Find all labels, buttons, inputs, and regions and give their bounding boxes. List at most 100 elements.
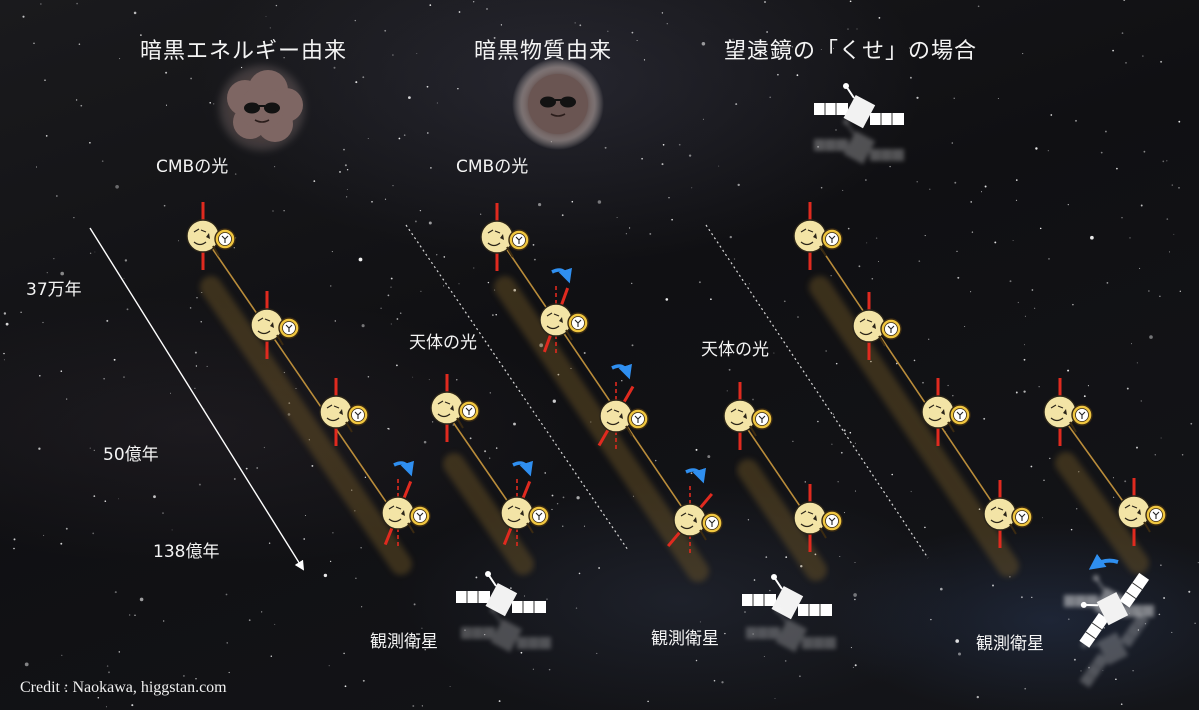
photon-path-glows — [200, 276, 1149, 582]
star — [1179, 290, 1181, 292]
star — [1166, 160, 1168, 162]
star — [1102, 669, 1104, 671]
star — [1024, 315, 1026, 317]
star — [852, 666, 854, 668]
star — [688, 154, 692, 157]
star — [1123, 0, 1126, 1]
star — [984, 185, 987, 188]
star — [1023, 390, 1026, 393]
photon-eyes — [437, 400, 451, 405]
star — [414, 220, 417, 223]
star — [1197, 562, 1199, 564]
star — [832, 413, 834, 415]
star — [997, 97, 999, 100]
star — [1112, 49, 1114, 52]
antenna-dish — [771, 574, 777, 580]
star — [666, 23, 668, 25]
photon-mouth — [193, 241, 207, 246]
star — [134, 614, 136, 617]
star — [1173, 233, 1175, 235]
star — [412, 705, 415, 707]
source-icons — [216, 58, 1154, 688]
photon-mouth — [257, 330, 271, 335]
star — [833, 48, 834, 50]
star — [744, 611, 746, 613]
star — [123, 277, 125, 279]
star — [1067, 369, 1070, 372]
star — [484, 450, 487, 453]
star — [947, 384, 949, 387]
star — [922, 381, 924, 384]
photon-mouth — [730, 421, 744, 426]
star — [443, 285, 445, 287]
star — [747, 519, 750, 521]
star — [954, 181, 957, 184]
solar-panel — [512, 601, 546, 613]
photon-character — [597, 363, 649, 450]
star — [361, 606, 363, 608]
photon-character — [430, 374, 480, 442]
star — [1171, 631, 1173, 633]
path-glow — [443, 453, 534, 575]
star — [878, 261, 880, 263]
antenna-dish — [843, 119, 849, 125]
star — [43, 534, 45, 536]
star — [571, 200, 574, 203]
star — [75, 99, 78, 101]
star — [403, 134, 406, 136]
star — [532, 244, 535, 246]
star — [355, 577, 357, 580]
star — [835, 129, 837, 131]
star — [1106, 282, 1109, 284]
star — [1115, 678, 1117, 681]
star — [1015, 179, 1018, 181]
star — [889, 165, 891, 168]
star — [837, 481, 839, 483]
star — [380, 307, 382, 309]
clock-icon — [1069, 404, 1093, 433]
photon-cheek — [743, 413, 747, 419]
star — [1148, 290, 1150, 292]
star — [1022, 53, 1024, 55]
time-label: 37万年 — [26, 280, 82, 300]
divider-line — [705, 224, 929, 559]
star — [953, 97, 955, 99]
star — [436, 102, 438, 104]
star — [421, 627, 423, 629]
star — [1070, 528, 1073, 531]
heading-dark-energy: 暗黒エネルギー由来 — [140, 39, 348, 64]
photon-eyes — [507, 505, 521, 510]
star — [913, 359, 916, 362]
photon-eyes — [257, 317, 271, 322]
star — [830, 275, 832, 277]
star — [275, 4, 278, 7]
star — [493, 36, 496, 39]
star — [97, 696, 100, 699]
star — [114, 591, 117, 594]
photon-character — [250, 291, 300, 359]
photon-mouth — [1124, 517, 1138, 522]
photon-mouth — [800, 241, 814, 246]
clock-icon — [625, 408, 649, 437]
star — [1136, 446, 1138, 449]
star — [791, 46, 793, 48]
photon-mouth — [326, 417, 340, 422]
star — [916, 96, 919, 99]
star — [533, 258, 536, 261]
star — [270, 655, 273, 658]
star-field — [3, 0, 1199, 708]
star — [489, 392, 491, 394]
star — [548, 668, 551, 671]
star — [764, 1, 766, 3]
star — [274, 166, 276, 168]
antenna-dish — [1080, 641, 1087, 648]
satellite-body — [490, 618, 523, 653]
star — [849, 431, 852, 434]
star — [364, 476, 367, 478]
star — [575, 607, 578, 609]
star — [777, 73, 779, 76]
star — [875, 237, 878, 239]
star — [1024, 687, 1027, 690]
star — [334, 320, 337, 322]
star — [854, 561, 856, 563]
